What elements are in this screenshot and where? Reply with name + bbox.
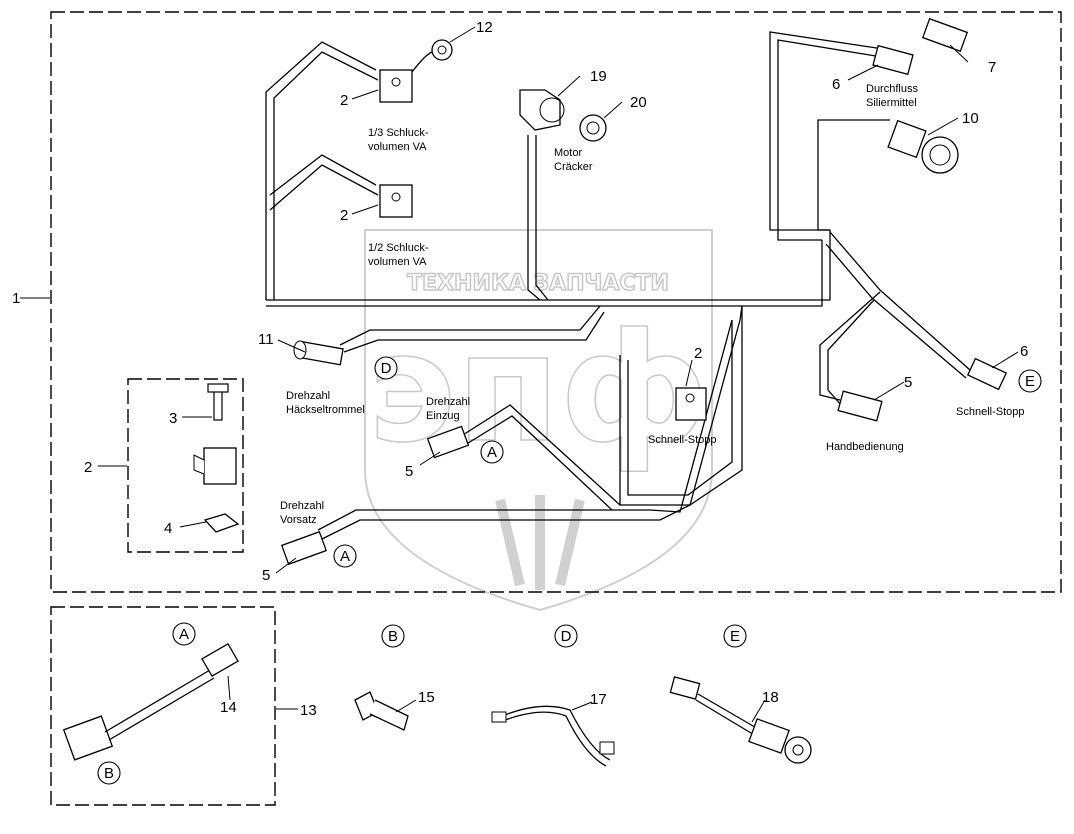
connector-2-schnellstopp — [675, 387, 707, 421]
label-durchfluss-line1: Durchfluss — [866, 83, 918, 95]
letter-markers — [97, 356, 1042, 785]
label-schluck13-line1: 1/3 Schluck- — [368, 127, 429, 139]
label-motor-line1: Motor — [554, 147, 582, 159]
marker-b-detail: B — [104, 765, 114, 782]
connector-2-mid — [379, 184, 413, 218]
watermark-shield — [364, 229, 713, 612]
connector-12-cap — [411, 39, 453, 73]
marker-a-vorsatz: A — [340, 548, 350, 565]
label-einzug-line2: Einzug — [426, 410, 460, 422]
harness-wires — [265, 31, 971, 541]
callout-10: 10 — [962, 110, 979, 127]
callout-5-einzug: 5 — [405, 463, 413, 480]
label-schluck12-line1: 1/2 Schluck- — [368, 242, 429, 254]
callout-3: 3 — [169, 410, 177, 427]
callout-4: 4 — [164, 520, 172, 537]
gasket-4 — [203, 513, 240, 533]
callout-6-right: 6 — [1020, 343, 1028, 360]
connector-2-top — [379, 69, 413, 103]
marker-b-head: B — [388, 628, 398, 645]
connector-20-cap — [579, 114, 607, 142]
callout-7: 7 — [988, 59, 996, 76]
label-durchfluss-line2: Siliermittel — [866, 97, 917, 109]
label-schnellstopp-right: Schnell-Stopp — [956, 406, 1025, 418]
callout-18: 18 — [762, 689, 779, 706]
connector-10-round — [887, 119, 959, 174]
label-schluck13-line2: volumen VA — [368, 141, 427, 153]
connector-5-einzug — [426, 425, 470, 459]
callout-14: 14 — [220, 699, 237, 716]
label-haeckseltrommel-line1: Drehzahl — [286, 390, 330, 402]
callout-13: 13 — [300, 702, 317, 719]
label-motor-line2: Cräcker — [554, 161, 593, 173]
part-18-switch — [669, 676, 812, 764]
callout-5-hand: 5 — [904, 374, 912, 391]
connector-6-right — [966, 357, 1008, 391]
connector-5-hand — [837, 390, 883, 422]
part-15-screw — [354, 691, 409, 731]
watermark-logo-letters: эпф — [367, 302, 708, 476]
callout-5-vorsatz: 5 — [262, 567, 270, 584]
marker-a-detail: A — [179, 626, 189, 643]
watermark-wheat-icon — [495, 495, 585, 590]
marker-d: D — [381, 360, 392, 377]
label-haeckseltrommel-line2: Häckseltrommel — [286, 404, 365, 416]
connector-19-elbow — [519, 89, 565, 131]
callout-11: 11 — [258, 331, 274, 348]
assembly-13-frame — [50, 606, 276, 806]
label-vorsatz-line1: Drehzahl — [280, 500, 324, 512]
marker-e: E — [1025, 373, 1035, 390]
callout-12: 12 — [476, 19, 493, 36]
bolt-3 — [213, 387, 223, 421]
marker-e-head: E — [730, 628, 740, 645]
label-schnellstopp-mid: Schnell-Stopp — [648, 434, 717, 446]
label-handbedienung: Handbedienung — [826, 441, 904, 453]
leader-lines — [20, 26, 1019, 723]
label-schluck12-line2: volumen VA — [368, 256, 427, 268]
valve-connector — [203, 447, 237, 485]
callout-6-top: 6 — [832, 76, 840, 93]
part-17-cable — [491, 705, 615, 767]
callout-2-mid: 2 — [340, 207, 348, 224]
main-assembly-frame — [50, 11, 1062, 593]
watermark: ТЕХНИКА ЗАПЧАСТИ эпф — [364, 229, 713, 612]
callout-2-schnellstopp: 2 — [694, 345, 702, 362]
connector-6-top — [872, 44, 914, 76]
connector-5-vorsatz — [280, 530, 328, 566]
callout-2-assembly: 2 — [84, 459, 92, 476]
label-vorsatz-line2: Vorsatz — [280, 514, 317, 526]
connector-7 — [921, 17, 969, 53]
callout-20: 20 — [630, 94, 647, 111]
callout-15: 15 — [418, 689, 435, 706]
assembly-2-frame — [127, 378, 244, 553]
callout-17: 17 — [590, 691, 607, 708]
callout-19: 19 — [590, 68, 607, 85]
callout-2-top: 2 — [340, 92, 348, 109]
callout-1: 1 — [12, 290, 20, 307]
assembly-2-parts — [193, 383, 240, 533]
connector-11 — [293, 340, 344, 366]
part-14-cable — [62, 642, 239, 761]
marker-d-head: D — [561, 628, 572, 645]
label-einzug-line1: Drehzahl — [426, 396, 470, 408]
marker-a-einzug: A — [487, 444, 497, 461]
watermark-brand-text: ТЕХНИКА ЗАПЧАСТИ — [407, 271, 669, 296]
